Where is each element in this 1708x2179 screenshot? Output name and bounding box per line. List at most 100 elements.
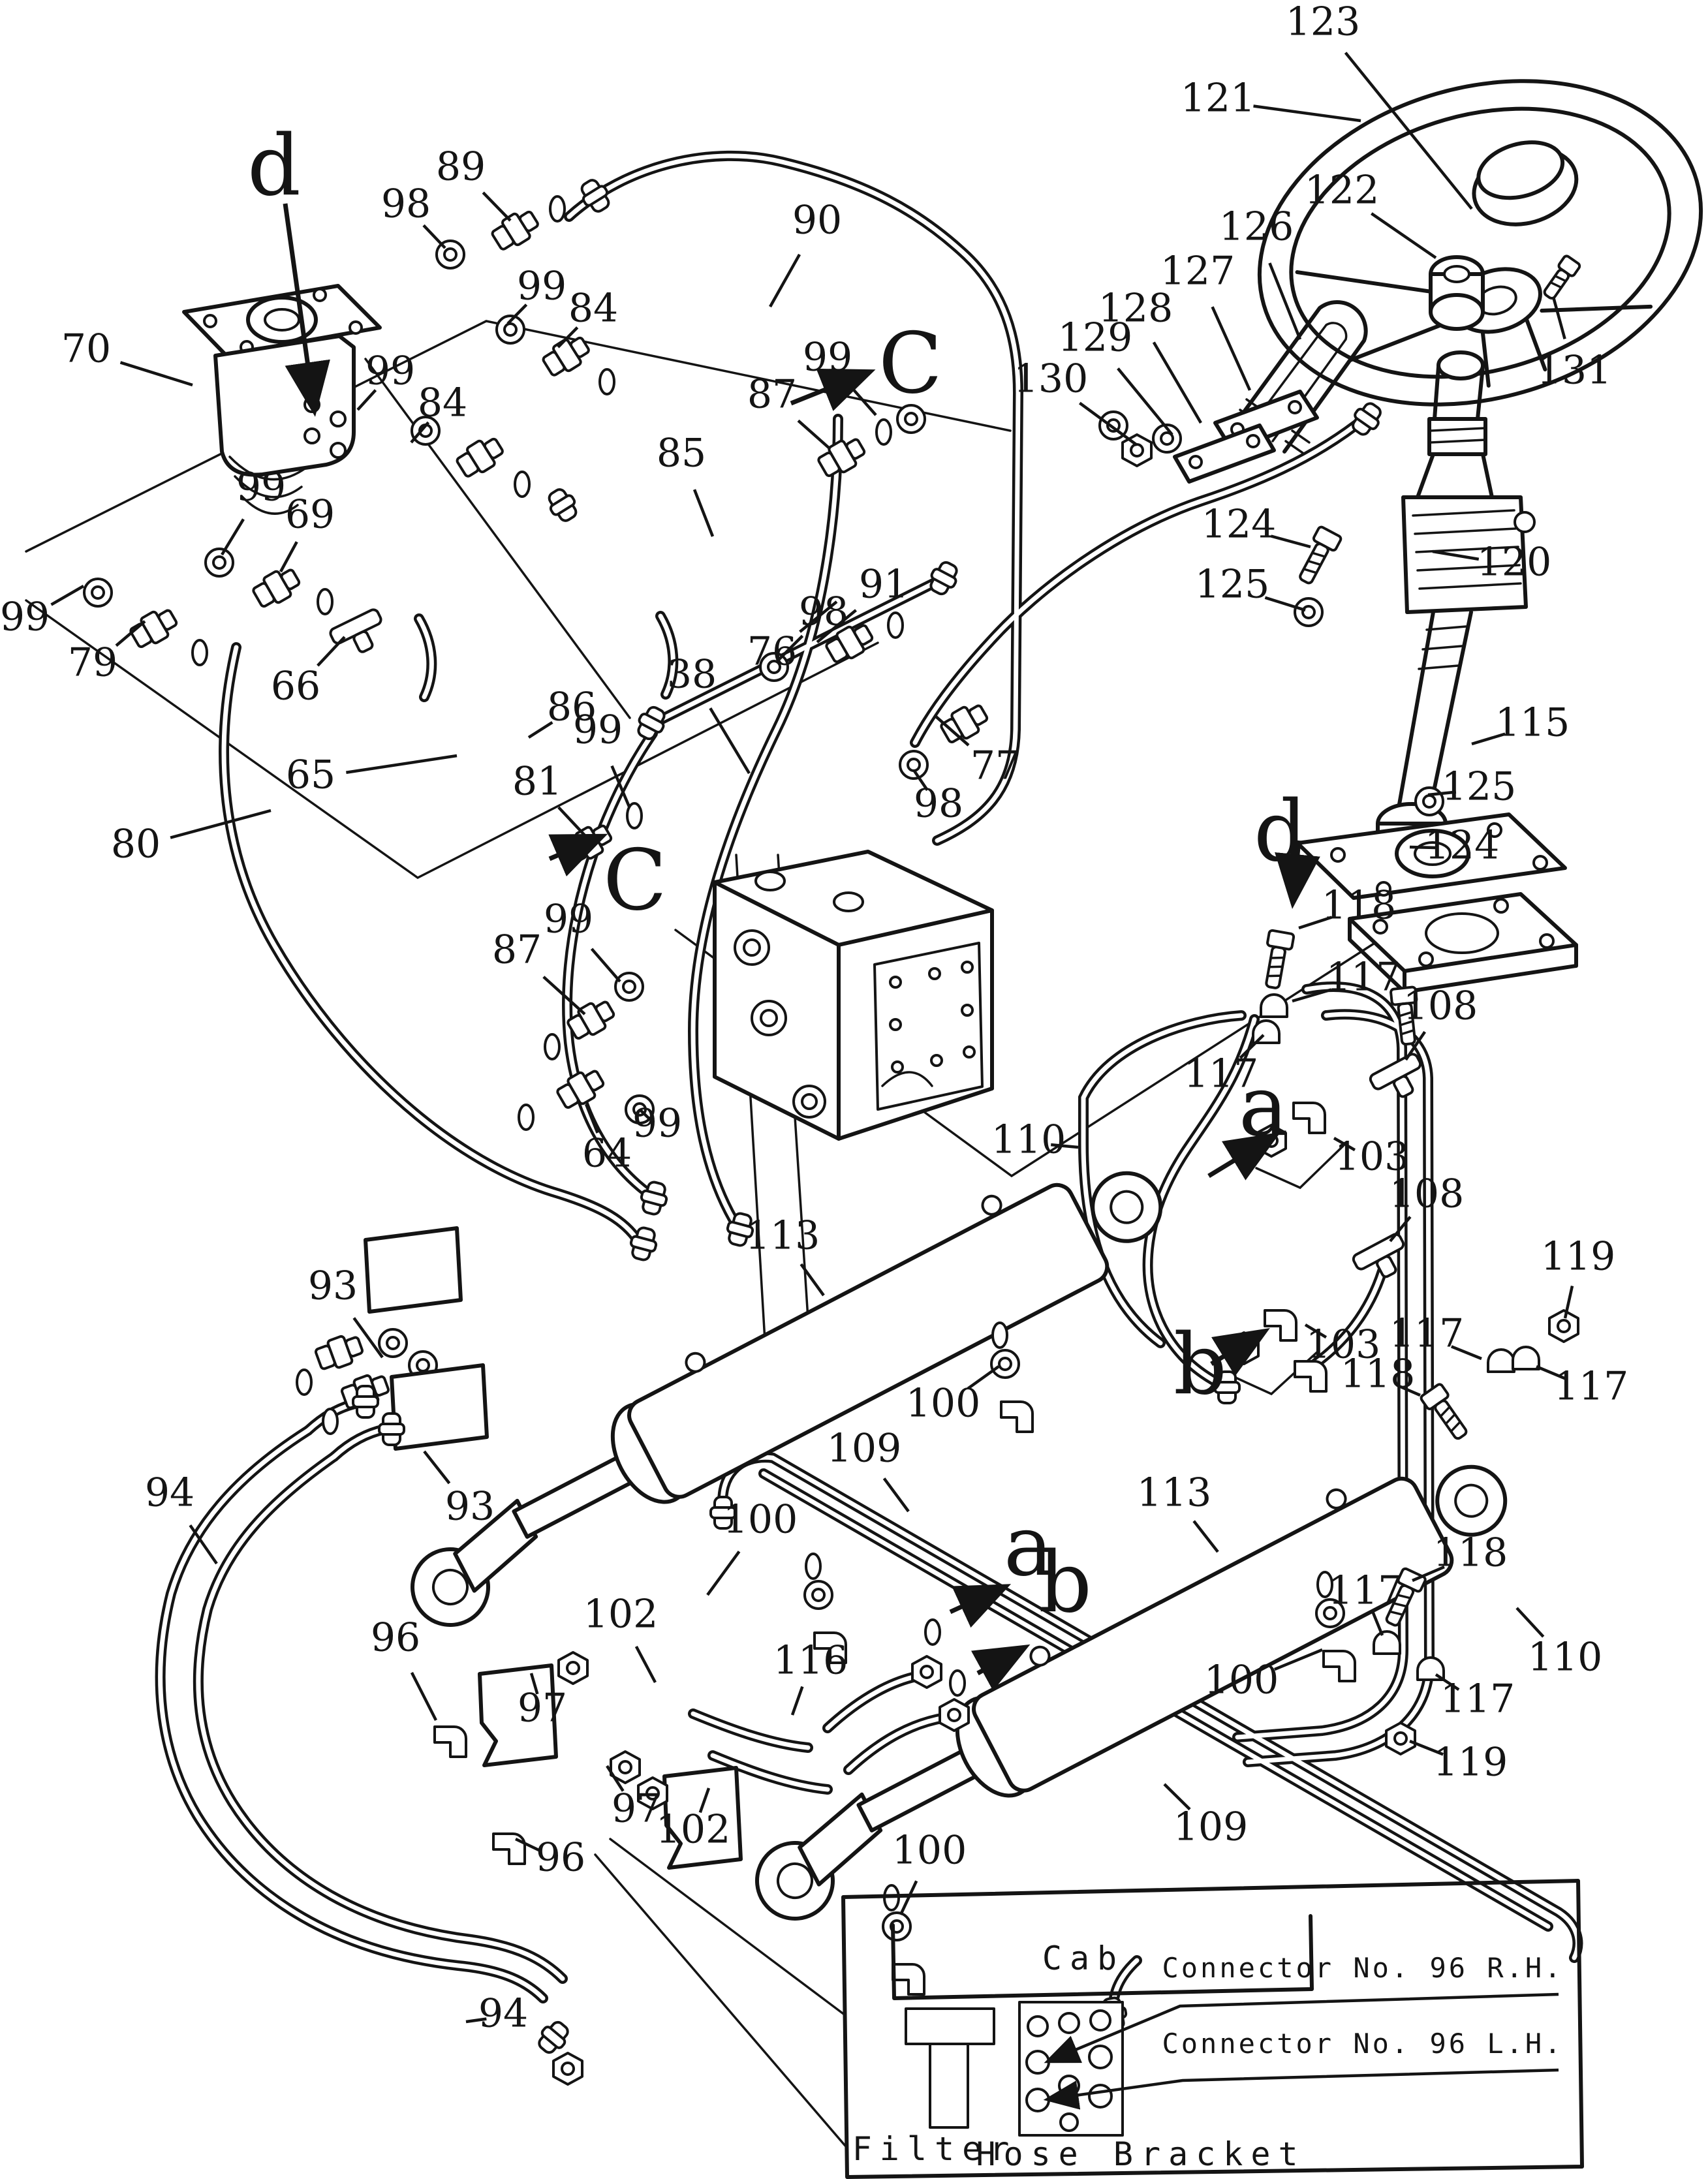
leader-line-96: [410, 1672, 438, 1722]
hose-bracket-plate: [662, 1766, 743, 1870]
leader-line-113: [800, 1263, 825, 1297]
part-label-76: 76: [747, 629, 797, 675]
part-label-99: 99: [0, 595, 50, 640]
part-label-87: 87: [747, 372, 797, 418]
part-label-86: 86: [547, 685, 597, 730]
part-label-125: 125: [1442, 764, 1517, 810]
part-label-125: 125: [1195, 562, 1270, 608]
leader-line-116: [790, 1686, 804, 1716]
part-label-99: 99: [573, 707, 623, 753]
reference-arrow-0: [283, 203, 330, 417]
leader-line-102: [634, 1645, 657, 1684]
part-label-121: 121: [1181, 76, 1256, 121]
leader-line-87: [542, 976, 586, 1015]
part-label-85: 85: [657, 431, 706, 476]
part-label-100: 100: [906, 1381, 981, 1427]
part-label-126: 126: [1219, 204, 1294, 250]
bracket-plates-127-128: [1173, 390, 1319, 484]
part-label-84: 84: [568, 286, 618, 332]
leader-line-91: [816, 609, 857, 643]
part-label-117: 117: [1326, 955, 1401, 1000]
part-label-66: 66: [271, 664, 320, 709]
leader-line-125: [1264, 596, 1306, 612]
leader-line-124: [1270, 534, 1311, 549]
leader-line-103: [1333, 1137, 1356, 1152]
legend-hose-bracket-label: Hose Bracket: [976, 2135, 1305, 2173]
part-label-99: 99: [632, 1101, 682, 1147]
leader-line-118: [1298, 916, 1333, 930]
leader-line-98: [912, 769, 929, 792]
part-label-127: 127: [1160, 249, 1235, 294]
reference-arrow-2: [790, 368, 876, 411]
cab-bracket-shape: [891, 1914, 1314, 2000]
part-label-108: 108: [1390, 1171, 1465, 1217]
leader-line-100: [1274, 1648, 1323, 1671]
part-label-103: 103: [1306, 1322, 1381, 1368]
part-label-93: 93: [308, 1263, 358, 1309]
part-label-109: 109: [827, 1426, 902, 1472]
leader-line-97: [529, 1673, 539, 1695]
reference-arrow-7: [970, 1644, 1031, 1691]
leader-line-100: [706, 1551, 741, 1596]
leader-line-86: [527, 721, 553, 739]
part-label-b: b: [1038, 1534, 1092, 1631]
leader-line-70: [119, 361, 193, 387]
leader-line-109: [1163, 1783, 1191, 1811]
leader-line-81: [557, 806, 586, 837]
leader-line-85: [692, 489, 715, 537]
leader-line-93: [352, 1317, 384, 1359]
leader-line-125: [1427, 790, 1457, 797]
part-label-a: a: [1004, 1498, 1053, 1595]
leader-line-129: [1117, 367, 1173, 436]
column-base-plate: [1296, 812, 1567, 900]
part-label-115: 115: [1495, 700, 1570, 746]
leader-line-115: [1471, 732, 1506, 746]
part-label-70: 70: [61, 326, 111, 372]
part-label-110: 110: [1528, 1635, 1603, 1680]
part-label-117: 117: [1554, 1364, 1629, 1410]
connector-plate-93: [390, 1363, 489, 1451]
connector-rh-arrow: [1044, 1992, 1559, 2063]
leader-line-90: [769, 253, 801, 308]
part-label-77: 77: [970, 743, 1020, 789]
steering-cylinder-left: [411, 1171, 1163, 1627]
column-housing: [1401, 495, 1528, 614]
section-frame-lines: [25, 320, 1386, 2147]
part-label-113: 113: [745, 1213, 820, 1259]
leader-line-109: [882, 1477, 910, 1513]
leader-line-99: [848, 384, 877, 416]
part-label-79: 79: [68, 640, 117, 686]
bolt-124: [1294, 526, 1342, 587]
leader-line-117: [1435, 1673, 1460, 1691]
leader-line-66: [317, 636, 346, 667]
part-label-87: 87: [492, 927, 542, 973]
part-label-124: 124: [1425, 823, 1500, 869]
part-label-97: 97: [518, 1686, 567, 1731]
part-label-81: 81: [512, 759, 562, 805]
part-label-69: 69: [285, 492, 335, 538]
part-label-d: d: [247, 117, 301, 215]
part-label-96: 96: [371, 1615, 420, 1661]
leader-line-120: [1432, 549, 1480, 561]
leader-line-87: [797, 419, 831, 450]
leader-line-99: [356, 389, 377, 411]
mount-plate-115: [1348, 892, 1578, 994]
part-label-84: 84: [418, 380, 467, 426]
pump-38: [713, 850, 994, 1141]
part-label-98: 98: [381, 181, 431, 227]
leader-line-77: [935, 715, 970, 747]
bolt-131: [1543, 255, 1581, 300]
part-label-122: 122: [1305, 168, 1380, 213]
part-label-94: 94: [478, 1991, 528, 2037]
leader-line-38: [709, 707, 751, 775]
part-label-100: 100: [723, 1497, 798, 1543]
steering-wheel: [1257, 79, 1703, 407]
legend-cab-label: Cab: [1042, 1939, 1125, 1977]
part-label-96: 96: [536, 1835, 585, 1881]
leader-line-113: [1192, 1520, 1219, 1553]
reference-arrow-5: [1210, 1328, 1270, 1376]
leader-line-121: [1253, 104, 1361, 123]
legend-filter-label: Filter: [852, 2130, 1017, 2168]
leader-line-69: [279, 541, 298, 573]
